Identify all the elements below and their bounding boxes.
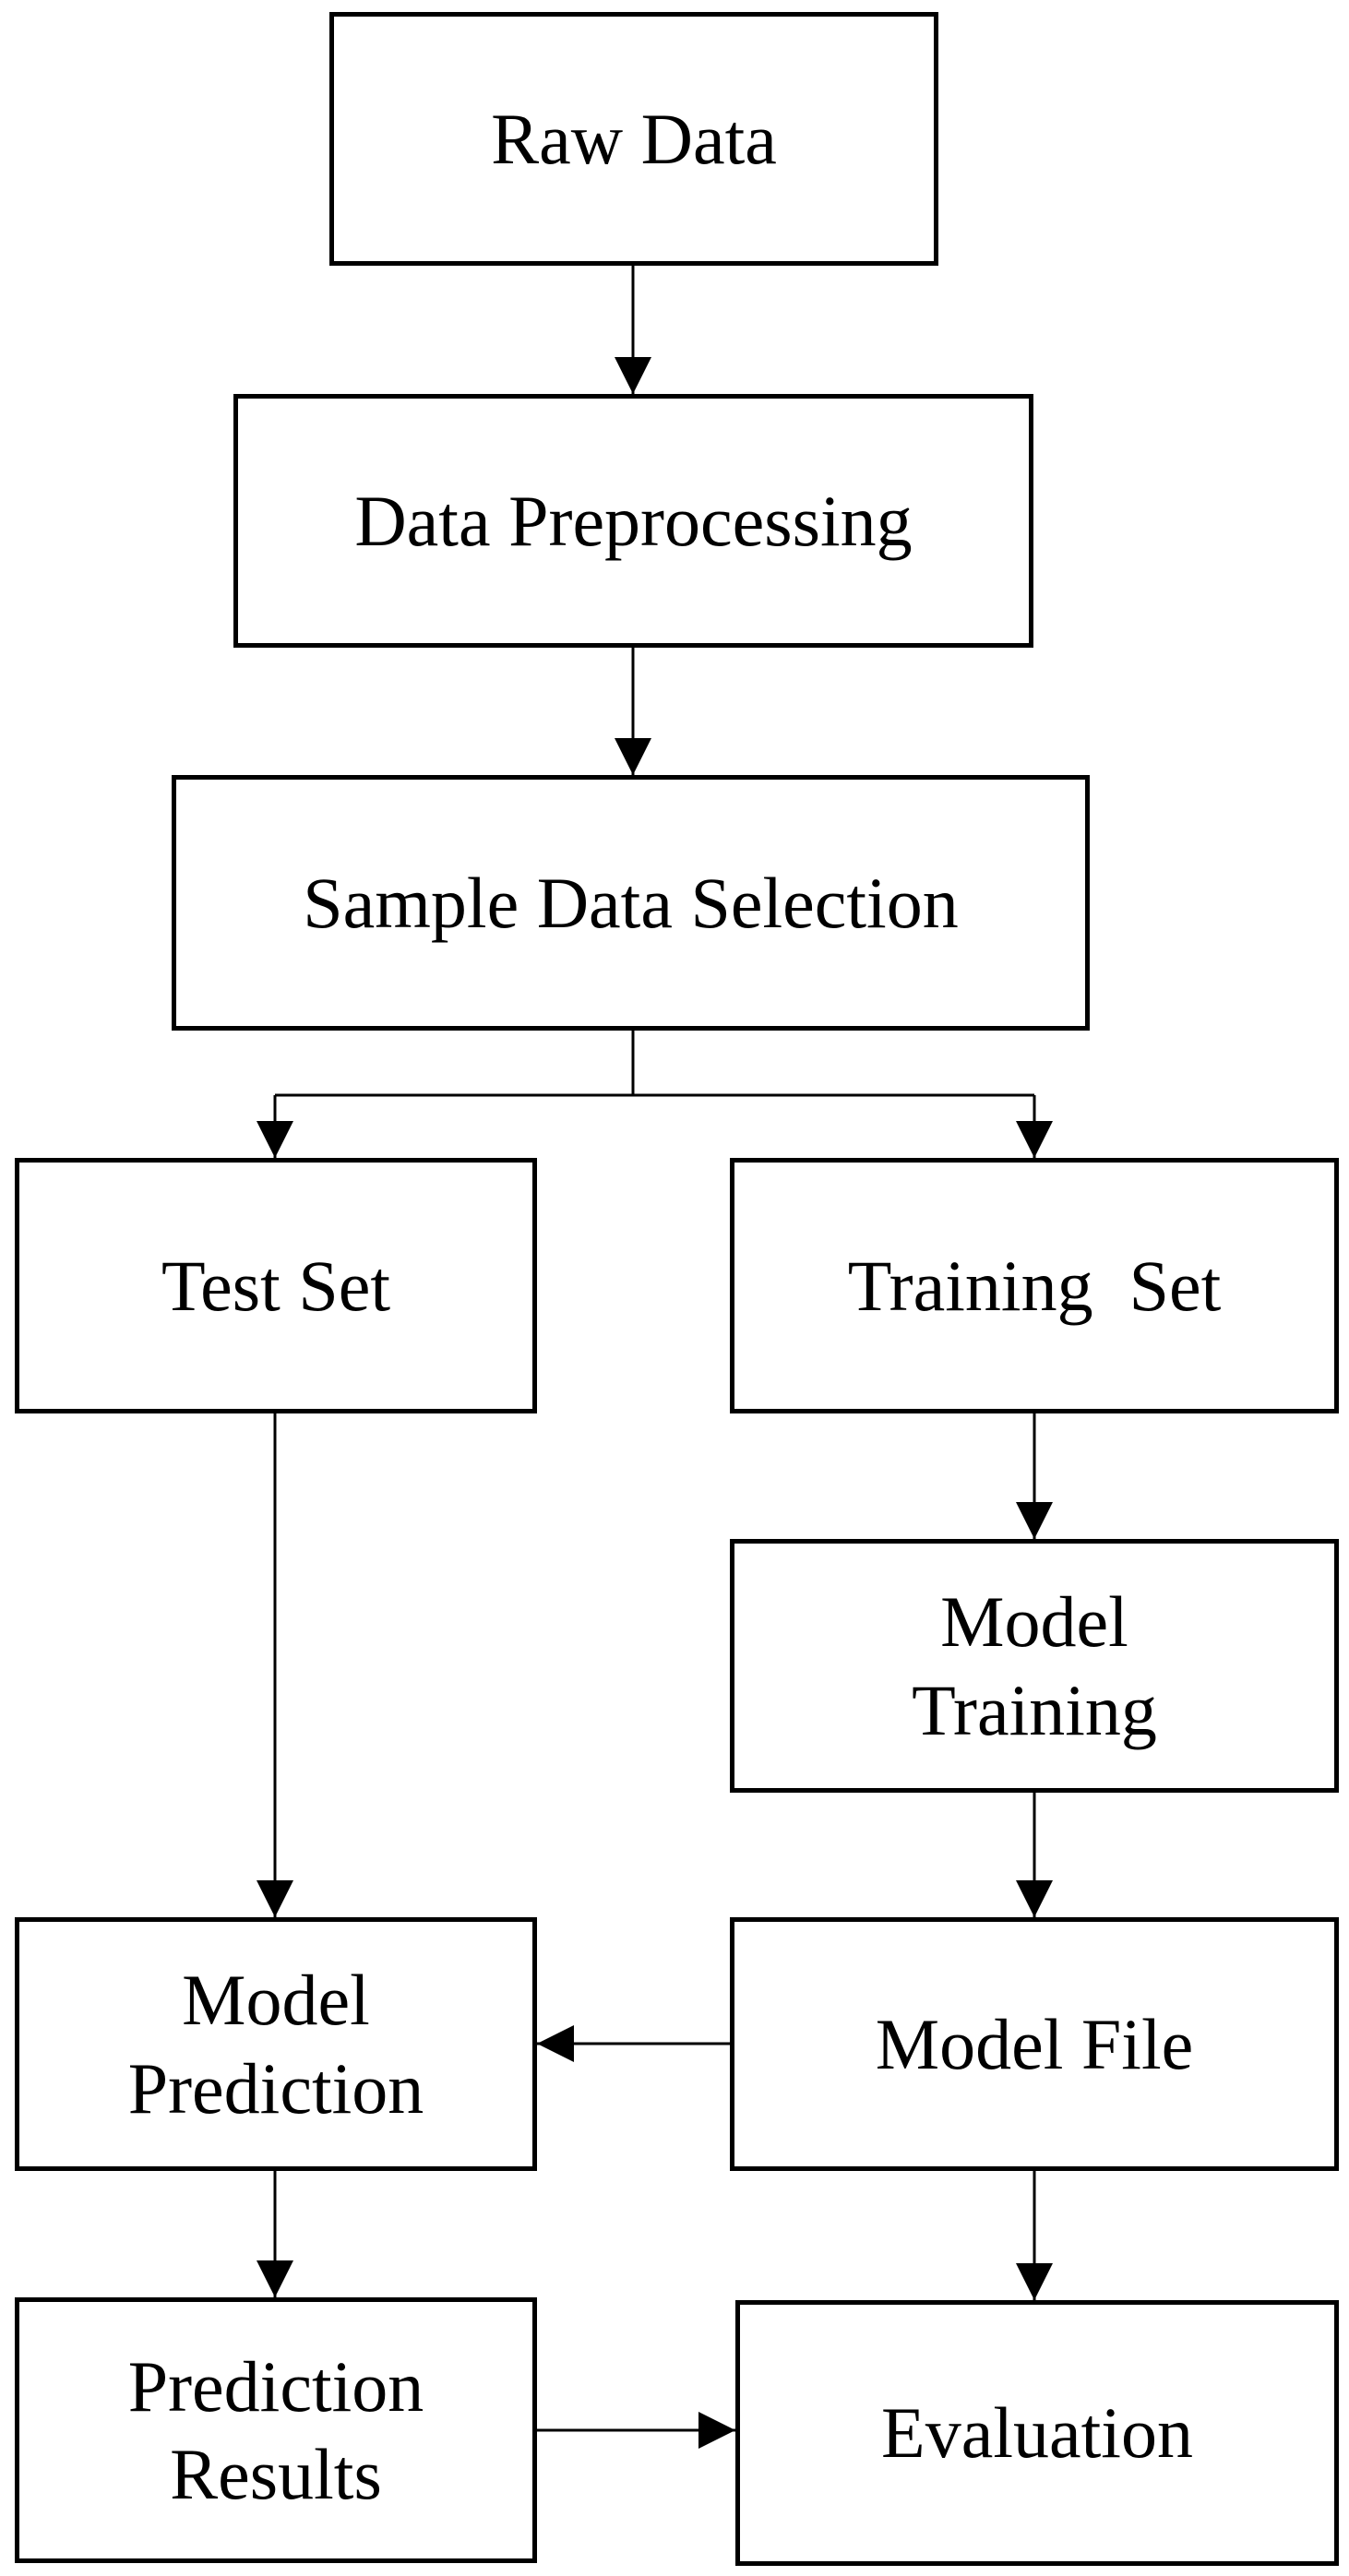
model-prediction-label: Model Prediction xyxy=(127,1960,424,2129)
model-file-label: Model File xyxy=(875,2003,1194,2084)
model-training-label: Model Training xyxy=(912,1581,1157,1750)
prediction-results-box: Prediction Results xyxy=(15,2297,537,2563)
raw-data-box: Raw Data xyxy=(329,12,938,266)
data-preprocessing-box: Data Preprocessing xyxy=(233,394,1033,648)
model-file-box: Model File xyxy=(730,1917,1339,2171)
sample-data-selection-label: Sample Data Selection xyxy=(303,862,959,943)
evaluation-box: Evaluation xyxy=(735,2300,1339,2566)
model-prediction-box: Model Prediction xyxy=(15,1917,537,2171)
prediction-results-label: Prediction Results xyxy=(127,2345,424,2514)
data-preprocessing-label: Data Preprocessing xyxy=(354,480,913,561)
evaluation-label: Evaluation xyxy=(881,2392,1193,2474)
test-set-label: Test Set xyxy=(161,1245,390,1326)
raw-data-label: Raw Data xyxy=(491,98,777,179)
model-training-box: Model Training xyxy=(730,1539,1339,1793)
training-set-label: Training Set xyxy=(847,1245,1222,1326)
test-set-box: Test Set xyxy=(15,1158,537,1413)
training-set-box: Training Set xyxy=(730,1158,1339,1413)
sample-data-selection-box: Sample Data Selection xyxy=(172,775,1090,1031)
